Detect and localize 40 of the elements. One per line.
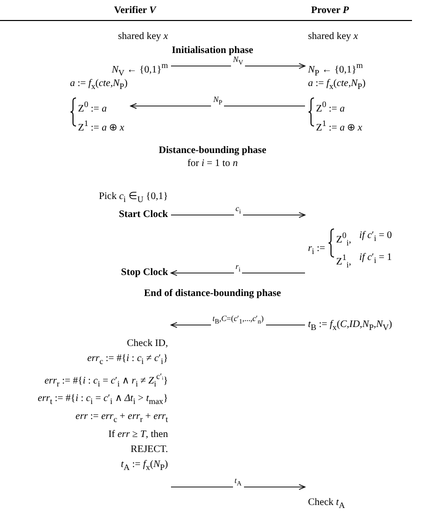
column-heading: Verifier V xyxy=(113,4,158,18)
check-step: Check t$_{A}$ xyxy=(308,495,345,513)
formula: Z$^{1}$ := a ⊕ x xyxy=(316,118,364,136)
formula: t$_{B}$ := f$_{x}$(C,ID,N$_{P}$,N$_{V}$) xyxy=(308,317,392,335)
key-note: shared key x xyxy=(117,30,168,44)
formula: err$_{c}$ := #{i : c$_{i}$ ≠ c′$_{i}$} xyxy=(86,352,168,368)
edge-label: N$_{P}$ xyxy=(211,95,224,108)
formula: err$_{t}$ := #{i : c$_{i}$ = c′$_{i}$ ∧ Δt$_{i}$ > t$_{max}$} xyxy=(38,392,168,408)
formula: err := err$_{c}$ + err$_{r}$ + err$_{t}$ xyxy=(74,410,168,426)
loop-note: for i = 1 to n xyxy=(186,157,239,171)
formula: Z$^{1}$$_{i}$, xyxy=(336,252,352,272)
arrow xyxy=(170,270,306,276)
arrow xyxy=(170,63,306,69)
formula: r$_{i}$ := xyxy=(308,242,326,258)
formula: If err ≥ T, then REJECT. xyxy=(108,428,168,458)
edge-label: t$_{B}$,C=(c′$_{1}$,...,c′$_{n}$) xyxy=(210,314,266,327)
formula: Z$^{0}$$_{i}$, xyxy=(336,230,352,250)
arrow xyxy=(130,103,306,109)
step-note: Pick c$_{i}$ ∈$_{U}$ {0,1} xyxy=(98,190,168,206)
step-label: Stop Clock xyxy=(121,265,168,280)
phase-heading: Initialisation phase xyxy=(170,44,254,56)
check-step: Check ID, xyxy=(38,336,168,351)
edge-label: N$_{V}$ xyxy=(231,55,246,68)
phase-heading: End of distance-bounding phase xyxy=(143,287,282,301)
arrow xyxy=(170,484,306,490)
formula: if c′$_{i}$ = 1 xyxy=(359,251,392,268)
phase-heading: Distance-bounding phase xyxy=(158,144,268,158)
formula: err$_{r}$ := #{i : c$_{i}$ = c′$_{i}$ ∧ r$_{i}$ ≠ Z$_{i}$$^{c′ᵢ}$} xyxy=(43,371,168,390)
formula: if c′$_{i}$ = 0 xyxy=(359,229,392,245)
key-note: shared key x xyxy=(308,30,359,44)
step-label: Start Clock xyxy=(118,207,168,222)
formula: Z$^{0}$ := a xyxy=(78,99,108,116)
formula: Z$^{0}$ := a xyxy=(316,99,346,116)
formula: t$_{A}$ := f$_{x}$(N$_{P}$) xyxy=(120,458,168,474)
column-heading: Prover P xyxy=(310,4,350,18)
arrow xyxy=(170,212,306,218)
edge-label: t$_{A}$ xyxy=(232,476,244,489)
edge-label: c$_{i}$ xyxy=(234,204,243,217)
edge-label: r$_{i}$ xyxy=(234,262,242,275)
formula: Z$^{1}$ := a ⊕ x xyxy=(78,118,126,136)
